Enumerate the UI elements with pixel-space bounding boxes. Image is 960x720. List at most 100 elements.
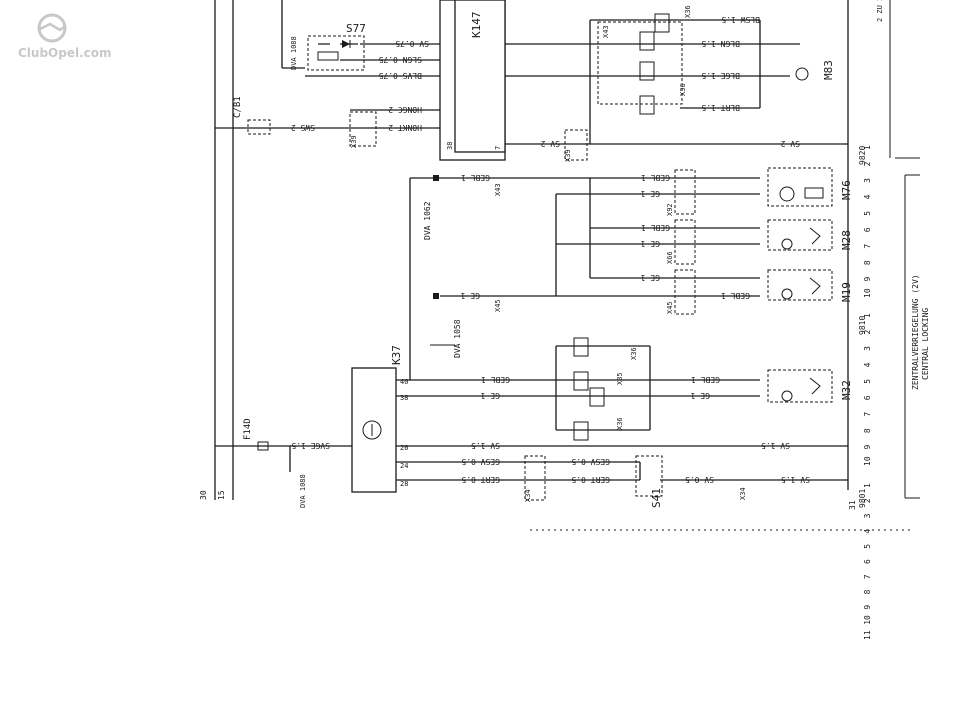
grid-number: 6	[863, 227, 872, 232]
door-motors: GEBL 1 GE 1 GEBL 1 GE 1 GEBL 1 GE 1 GE 1…	[409, 167, 853, 380]
x39-connector-upper: X39	[349, 111, 377, 148]
x36-label-m83: X36	[679, 83, 687, 96]
dva-1088-note: DVA 1088	[290, 36, 298, 70]
wire-gebl1-top: GEBL 1	[461, 173, 490, 182]
grid-number: 4	[863, 362, 872, 367]
wire-hongc2: HONGC 2	[388, 105, 422, 114]
grid-number: 5	[863, 379, 872, 384]
grid-number: 10	[863, 615, 872, 625]
wire-gebl1-m32-right: GEBL 1	[691, 375, 720, 384]
grid-number: 5	[863, 211, 872, 216]
m83-circuit: M83 BLGN 1.5 BLGE 1.5 BLRT 1.5 BLSW 1.5 …	[505, 5, 848, 162]
clubopel-watermark: ClubOpel.com	[18, 13, 112, 60]
wire-ge1-m76: GE 1	[641, 189, 660, 198]
x39-label-upper: X39	[350, 135, 358, 148]
wire-sv05: SV 0.5	[685, 475, 714, 484]
wire-sv2-rail: SV 2	[781, 139, 800, 148]
wire-gesv05-a: GESV 0.5	[461, 457, 500, 466]
grid-number: 1	[863, 145, 872, 150]
grid-number: 10	[863, 288, 872, 298]
x34-label-left: X34	[524, 489, 532, 502]
m83-label: M83	[822, 60, 835, 80]
grid-number: 1	[863, 483, 872, 488]
grid-number: 7	[863, 244, 872, 249]
s77-switch: S77 DVA 1088	[281, 0, 366, 71]
grid-number: 2	[863, 498, 872, 503]
wire-slgn075: SLGN 0.75	[378, 55, 422, 64]
s41-label: S41	[650, 488, 663, 508]
m19-label: M19	[840, 282, 853, 302]
grid-number: 9	[863, 605, 872, 610]
dva-1062-note: DVA 1062	[423, 201, 432, 240]
wire-blvs075: BLVS 0.75	[378, 71, 422, 80]
rail-15-label: 15	[217, 490, 226, 500]
wire-sv2-k147: SV 2	[541, 139, 560, 148]
grid-number: 2	[863, 161, 872, 166]
x66-label: X66	[666, 251, 674, 264]
dva-1058-note: DVA 1058	[453, 319, 462, 358]
m76-label: M76	[840, 180, 853, 200]
wire-gesv05-b: GESV 0.5	[571, 457, 610, 466]
range-9810: 9810	[858, 316, 867, 335]
wire-sv15-s41: SV 1.5	[781, 475, 810, 484]
wire-ge1-m32: GE 1	[481, 391, 500, 400]
x43-label-upper: X43	[602, 25, 610, 38]
wire-sv075: SV 0.75	[395, 39, 429, 48]
wire-ge1-m28: GE 1	[641, 239, 660, 248]
k147-left-wires: SV 0.75 SLGN 0.75 BLVS 0.75 HONGC 2 HONK…	[291, 39, 440, 132]
k147-module: K147 38 7	[439, 0, 506, 161]
cb1-label: C/B1	[233, 96, 243, 118]
grid-number: 3	[863, 513, 872, 518]
dva-1088-lower: DVA 1088	[299, 474, 307, 508]
s41-circuit: SV 1.5 SV 1.5 GESV 0.5 GESV 0.5 GERT 0.5…	[396, 441, 848, 508]
k37-module: K37 40 38 26 24 28	[351, 345, 408, 493]
wire-blsw15: BLSW 1.5	[721, 15, 760, 24]
wire-sws2: SWS 2	[291, 123, 315, 132]
grid-number: 9	[863, 445, 872, 450]
watermark-text: ClubOpel.com	[18, 46, 112, 60]
m28-label: M28	[840, 230, 853, 250]
range-9820: 9820	[858, 146, 867, 165]
grid-number: 8	[863, 589, 872, 594]
k37-pin-38: 38	[400, 394, 408, 402]
f14d-label: F14D	[243, 418, 253, 440]
grid-number: 11	[863, 630, 872, 640]
grid-number: 3	[863, 178, 872, 183]
k147-label: K147	[470, 12, 483, 39]
k37-label: K37	[390, 345, 403, 365]
title-de: ZENTRALVERRIEGELUNG (2V)	[911, 274, 920, 390]
grid-number: 5	[863, 544, 872, 549]
corner-note: 2 ZU 2 DC	[876, 0, 884, 22]
f14d-fuse: F14D SVGE 1.5 DVA 1088	[215, 418, 352, 508]
x34-label-right: X34	[739, 487, 747, 500]
m32-label: M32	[840, 380, 853, 400]
grid-number: 8	[863, 428, 872, 433]
x45-label-lower: X45	[494, 299, 502, 312]
wire-ge1-m32-right: GE 1	[691, 391, 710, 400]
wire-honkt2: HONKT 2	[388, 123, 422, 132]
rail-30-label: 30	[199, 490, 208, 500]
x36-label-m32: X36	[630, 347, 638, 360]
wire-svge15: SVGE 1.5	[291, 441, 330, 450]
range-9801: 9801	[858, 489, 867, 508]
wire-sv15-rail: SV 1.5	[761, 441, 790, 450]
power-rails: 30 15	[199, 0, 234, 500]
grid-number: 7	[863, 574, 872, 579]
x92-label: X92	[666, 203, 674, 216]
k37-pin-40: 40	[400, 378, 408, 386]
s77-label: S77	[346, 22, 366, 35]
wire-gebl1-m32: GEBL 1	[481, 375, 510, 384]
m32-circuit: GEBL 1 GE 1 GEBL 1 GE 1 X35 X36 X36 M32	[396, 337, 853, 441]
wire-gert05-b: GERT 0.5	[571, 475, 610, 484]
wire-gert05-a: GERT 0.5	[461, 475, 500, 484]
grid-number: 6	[863, 395, 872, 400]
grid-number: 10	[863, 456, 872, 466]
grid-number: 3	[863, 346, 872, 351]
wire-gebl1-m76: GEBL 1	[641, 173, 670, 182]
title-en: CENTRAL LOCKING	[921, 308, 930, 380]
k37-pin-28: 28	[400, 480, 408, 488]
rail-31-label: 31	[848, 500, 857, 510]
